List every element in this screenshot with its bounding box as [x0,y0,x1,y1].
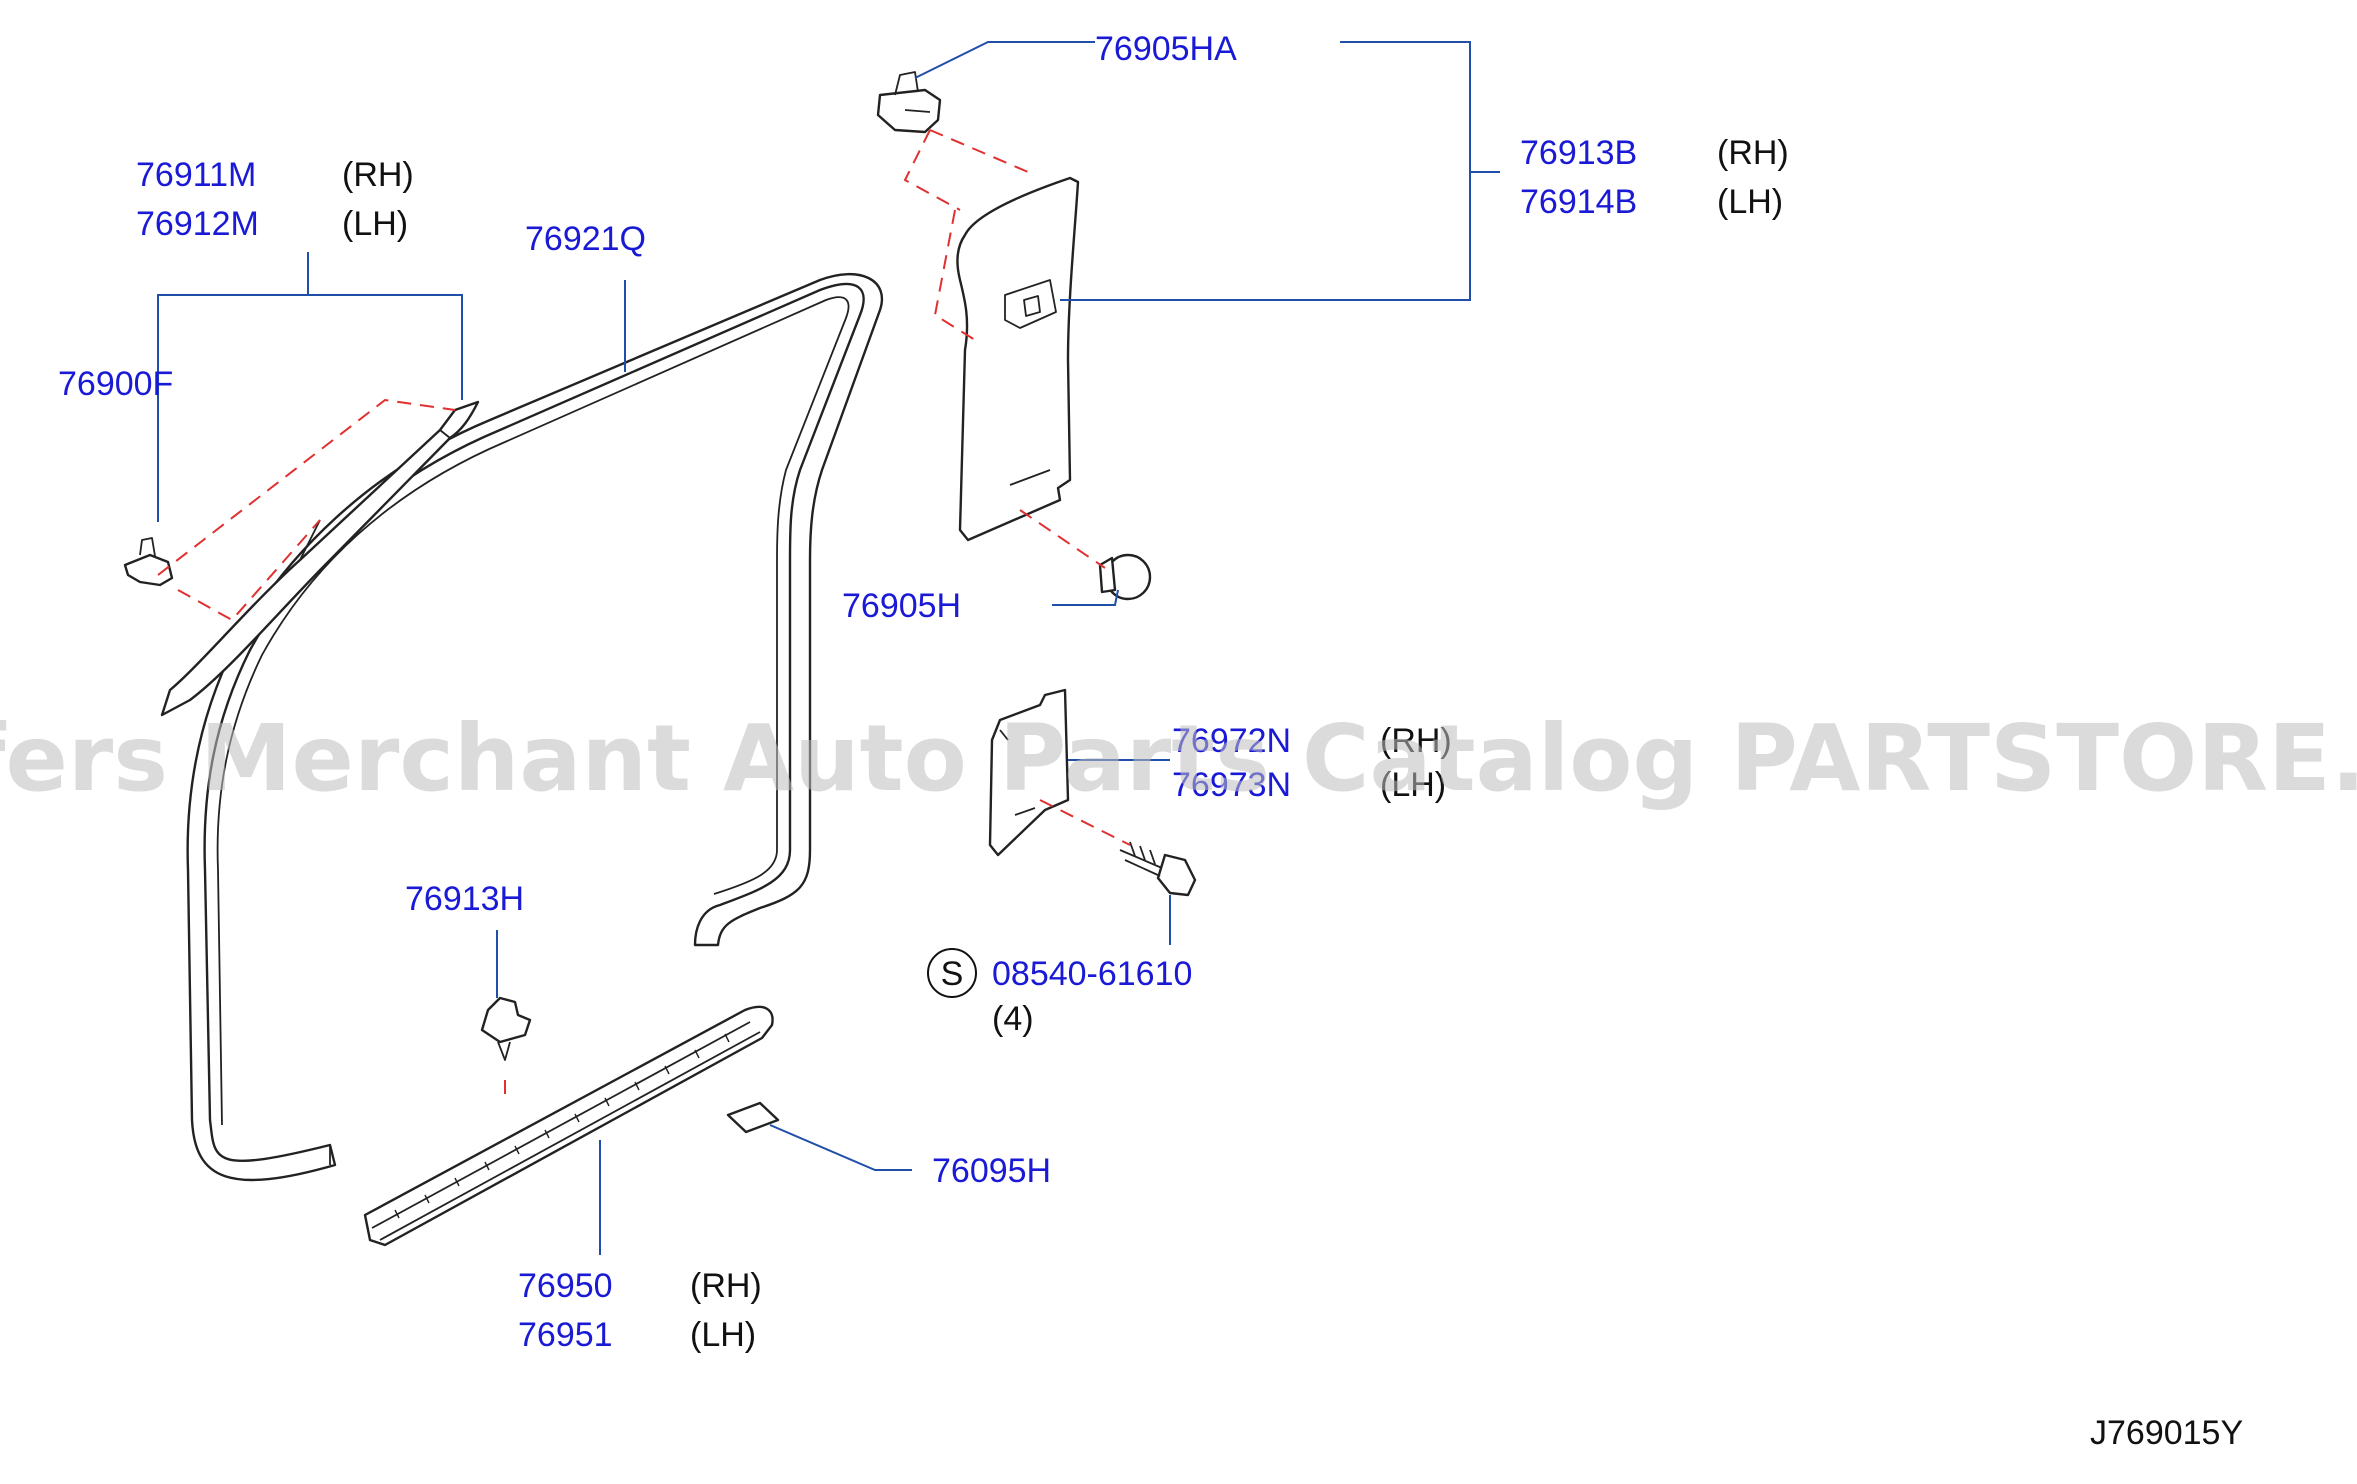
label-76972n-side: (RH) [1380,722,1452,760]
s-symbol-text: S [941,955,964,993]
label-76095h: 76095H [932,1152,1051,1190]
label-quantity: (4) [992,1000,1034,1038]
bolt-08540-61610 [1119,841,1197,897]
bracket-76972n [988,688,1070,857]
label-76972n: 76972N [1172,722,1291,760]
kicking-plate-76950 [363,1005,774,1247]
label-76912m: 76912M [136,205,259,243]
clip-76905ha [876,71,942,134]
front-pillar-garnish-76911m [160,400,480,717]
label-76973n-side: (LH) [1380,766,1446,804]
label-76913b-side: (RH) [1717,134,1789,172]
label-76911m: 76911M [136,156,256,194]
label-76911m-side: (RH) [342,156,414,194]
watermark: Offers Merchant Auto Parts Catalog PARTS… [0,705,2357,812]
label-76950: 76950 [518,1267,613,1305]
label-76912m-side: (LH) [342,205,408,243]
label-76905h: 76905H [842,587,961,625]
label-76905ha: 76905HA [1095,30,1237,68]
label-76951-side: (LH) [690,1316,756,1354]
label-76914b: 76914B [1520,183,1637,221]
dashed-guides [157,129,1131,1100]
label-76921q: 76921Q [525,220,646,258]
label-76973n: 76973N [1172,766,1291,804]
label-76951: 76951 [518,1316,613,1354]
leader-lines [157,41,1500,1255]
clip-76913h [480,996,532,1061]
label-76900f: 76900F [58,365,173,403]
label-76914b-side: (LH) [1717,183,1783,221]
push-clip-76905h [1098,553,1152,601]
clip-76900f [123,537,174,587]
label-76913h: 76913H [405,880,524,918]
diagram-code: J769015Y [2090,1414,2243,1452]
label-76950-side: (RH) [690,1267,762,1305]
center-pillar-garnish-76913b [956,176,1080,542]
standard-part-symbol: S [927,948,977,998]
label-76913b: 76913B [1520,134,1637,172]
label-08540-61610: 08540-61610 [992,955,1192,993]
label-76095h [726,1101,780,1134]
